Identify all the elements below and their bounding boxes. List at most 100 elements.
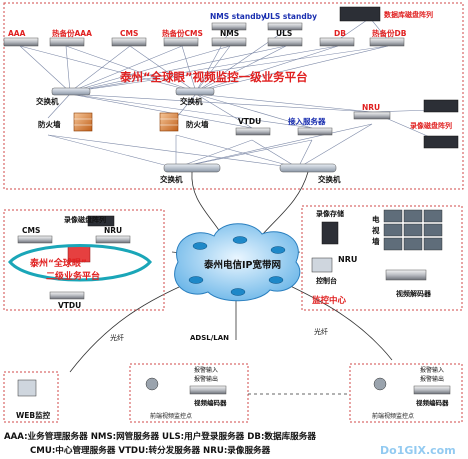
top-mesh-links [19, 17, 433, 169]
server-uls-standby-icon [267, 22, 303, 31]
front-site-2-frame [349, 363, 463, 423]
label-ctrl-pc: 控制台 [316, 276, 337, 285]
tv-wall-icon [383, 209, 443, 251]
telecom-cloud-icon [174, 223, 301, 302]
label-firewall-left: 防火墙 [38, 119, 61, 129]
server-nms-standby-icon [211, 22, 247, 31]
server-aaa-icon [3, 37, 39, 47]
second-platform-frame [3, 209, 165, 311]
video-decoder-icon [385, 269, 427, 281]
top-server-labels: AAA 热备份AAA CMS 热备份CMS NMS ULS DB 热备份DB N… [8, 10, 433, 38]
label-uls-standby: ULS standby [264, 12, 317, 21]
label-decoder: 视频解码器 [396, 289, 432, 298]
db-disk-array-icon [339, 6, 381, 22]
rec-array-icon-2 [423, 135, 459, 149]
firewall-mid-icon [159, 112, 179, 132]
label-db-backup: 热备份DB [372, 28, 407, 38]
switch-mid-icon [175, 87, 215, 96]
cloud-routers [188, 236, 286, 296]
server-aaa-backup-icon [49, 37, 85, 47]
access-server-icon [297, 127, 333, 136]
label-uls: ULS [276, 29, 292, 38]
top-platform-title: 泰州“全球眼”视频监控一级业务平台 [119, 70, 308, 84]
second-cms-icon [17, 235, 53, 244]
cloud-label: 泰州电信IP宽带网 [203, 259, 281, 271]
second-nru-icon [95, 235, 131, 244]
label-second-nru: NRU [104, 226, 122, 235]
server-uls-icon [267, 37, 303, 47]
web-pc-icon [17, 379, 37, 397]
server-db-backup-icon [369, 37, 405, 47]
label-db: DB [334, 29, 346, 38]
second-title-line1: 泰州“全球眼” [29, 257, 87, 269]
second-rec-array-icon [87, 215, 115, 227]
label-db-array: 数据库磁盘阵列 [384, 10, 433, 19]
label-cms-backup: 热备份CMS [162, 28, 203, 38]
second-ring [8, 244, 152, 282]
top-platform-frame [3, 2, 464, 190]
core-switch-right-icon [279, 163, 337, 173]
label-storage: 录像存储 [316, 209, 344, 218]
label-site1-encoder: 视频编码器 [194, 398, 227, 407]
legend-line-1: AAA:业务管理服务器 NMS:网管服务器 ULS:用户登录服务器 DB:数据库… [4, 430, 316, 442]
encoder-2-icon [413, 385, 451, 395]
server-cms-backup-icon [163, 37, 199, 47]
rec-array-icon-1 [423, 99, 459, 113]
label-nru-top: NRU [362, 103, 380, 112]
switch-left-icon [51, 87, 91, 96]
label-second-vtdu: VTDU [58, 301, 81, 310]
label-core-switch-left: 交换机 [160, 174, 183, 184]
label-vtdu: VTDU [238, 117, 261, 126]
label-rec-array-top: 录像磁盘阵列 [410, 121, 452, 130]
label-cms: CMS [120, 29, 138, 38]
label-nms: NMS [220, 29, 239, 38]
label-site1-caption: 前端视频监控点 [150, 412, 192, 420]
encoder-1-icon [189, 385, 227, 395]
label-core-switch-right: 交换机 [318, 174, 341, 184]
label-switch-left: 交换机 [36, 96, 59, 106]
label-nms-standby: NMS standby [210, 12, 266, 21]
label-fiber-left: 光纤 [110, 333, 124, 342]
server-db-icon [319, 37, 355, 47]
nru-server-icon [353, 111, 391, 120]
label-aaa: AAA [8, 29, 26, 38]
label-site1-alarm-out: 报警输出 [194, 375, 218, 383]
watermark-logo: Do1GIX.com [380, 444, 456, 457]
legend-line-2: CMU:中心管理服务器 VTDU:转分发服务器 NRU:录像服务器 [30, 444, 271, 456]
label-site2-caption: 前端视频监控点 [372, 412, 414, 420]
label-site2-alarm: 报警输入 [420, 366, 444, 374]
camera-2-icon [373, 377, 387, 391]
label-mc-nru: NRU [338, 255, 357, 264]
label-site2-encoder: 视频编码器 [416, 398, 449, 407]
label-second-rec-array: 录像磁盘阵列 [64, 215, 106, 224]
camera-1-icon [145, 377, 159, 391]
monitor-center-label: 监控中心 [312, 295, 347, 306]
core-switch-left-icon [163, 163, 221, 173]
label-fiber-right: 光纤 [314, 327, 328, 336]
label-site2-alarm-out: 报警输出 [420, 375, 444, 383]
label-aaa-backup: 热备份AAA [52, 28, 92, 38]
storage-icon [321, 221, 339, 245]
vtdu-server-icon [235, 127, 271, 136]
label-adsl: ADSL/LAN [190, 334, 229, 342]
label-site1-alarm: 报警输入 [194, 366, 218, 374]
server-cms-icon [111, 37, 147, 47]
second-vtdu-icon [49, 291, 85, 300]
firewall-bricks [74, 118, 178, 126]
label-access-server: 接入服务器 [288, 116, 326, 126]
label-second-cms: CMS [22, 226, 40, 235]
second-title-line2: 二级业务平台 [46, 270, 100, 282]
firewall-left-icon [73, 112, 93, 132]
label-tv-1: 电 [372, 214, 380, 224]
monitor-center-frame [301, 205, 463, 311]
web-monitor-label: WEB监控 [16, 410, 51, 420]
label-tv-3: 墙 [372, 236, 380, 246]
label-tv-2: 视 [372, 225, 380, 235]
top-server-row [3, 6, 405, 47]
label-switch-mid: 交换机 [180, 96, 203, 106]
server-nms-icon [211, 37, 247, 47]
control-pc-icon [311, 257, 333, 273]
label-firewall-mid: 防火墙 [186, 119, 209, 129]
